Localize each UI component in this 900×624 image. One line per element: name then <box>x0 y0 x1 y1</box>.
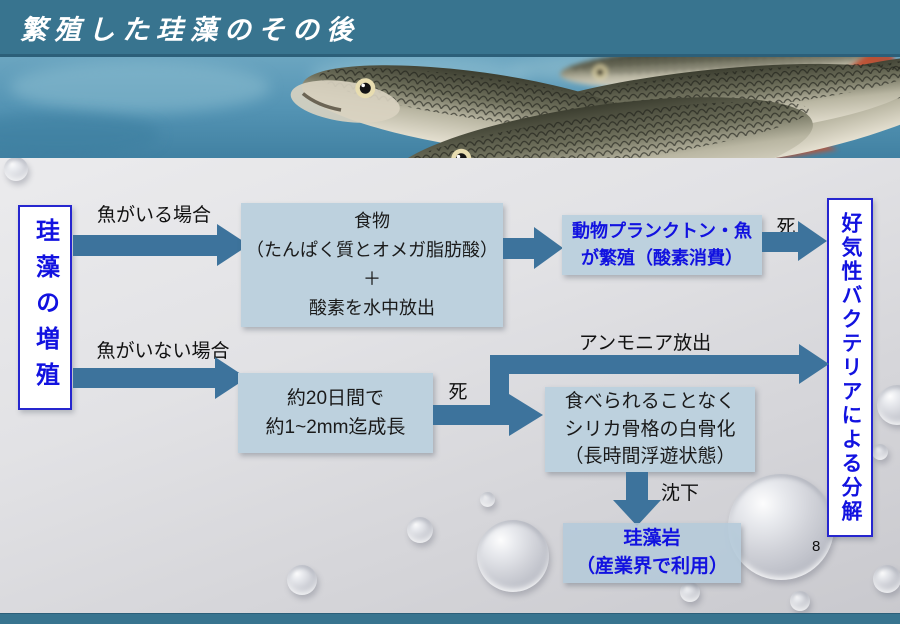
condition-no-fish-label: 魚がいない場合 <box>96 341 230 362</box>
arrow-sink-down <box>626 472 648 501</box>
water-droplet <box>477 520 549 592</box>
arrow-ammonia-head-icon <box>799 344 829 384</box>
arrow-fish-present <box>73 235 219 256</box>
arrow-food-to-plankton-head-icon <box>534 227 563 269</box>
plankton-box-text: 動物プランクトン・魚 が繁殖（酸素消費） <box>572 221 752 268</box>
water-droplet <box>872 444 888 460</box>
arrow-growth-death-head-icon <box>509 394 543 436</box>
arrow-plankton-death-head-icon <box>798 221 827 261</box>
death-label-2: 死 <box>448 382 468 403</box>
food-box-text: 食物 （たんぱく質とオメガ脂肪酸） ＋ 酸素を水中放出 <box>246 211 498 318</box>
page-number: 8 <box>812 538 821 555</box>
water-droplet <box>790 591 810 611</box>
water-droplet <box>480 492 495 507</box>
arrow-sink-down-head-icon <box>613 500 661 526</box>
slide-title: 繁殖した珪藻のその後 <box>20 14 360 46</box>
title-bar: 繁殖した珪藻のその後 <box>0 0 900 57</box>
bacteria-box-text: 好気性バクテリアによる分解 <box>839 211 862 524</box>
arrow-plankton-death <box>762 232 800 252</box>
water-droplet <box>728 474 834 580</box>
growth-box-text: 約20日間で 約1~2mm迄成長 <box>265 387 406 438</box>
water-droplet <box>287 565 317 595</box>
diagram-canvas: 珪藻の増殖 魚がいる場合 食物 （たんぱく質とオメガ脂肪酸） ＋ 酸素を水中放出… <box>0 158 900 613</box>
water-droplet <box>4 158 28 181</box>
plankton-box: 動物プランクトン・魚 が繁殖（酸素消費） <box>562 215 762 275</box>
diatomite-box: 珪藻岩 （産業界で利用） <box>563 523 741 583</box>
water-droplet <box>873 565 900 593</box>
arrow-no-fish <box>73 368 217 388</box>
diatom-growth-text: 珪藻の増殖 <box>31 217 59 398</box>
food-box: 食物 （たんぱく質とオメガ脂肪酸） ＋ 酸素を水中放出 <box>241 203 503 327</box>
arrow-food-to-plankton <box>503 238 536 259</box>
fish-photo <box>0 57 900 158</box>
water-droplet <box>407 517 433 543</box>
skeleton-box: 食べられることなく シリカ骨格の白骨化 （長時間浮遊状態） <box>545 387 755 472</box>
water-droplet <box>680 582 700 602</box>
skeleton-box-text: 食べられることなく シリカ骨格の白骨化 （長時間浮遊状態） <box>564 391 736 468</box>
diatomite-box-text: 珪藻岩 （産業界で利用） <box>575 527 728 578</box>
sink-label: 沈下 <box>660 483 699 504</box>
condition-fish-present-label: 魚がいる場合 <box>96 205 211 226</box>
bacteria-box: 好気性バクテリアによる分解 <box>827 198 873 537</box>
diatom-growth-box: 珪藻の増殖 <box>18 205 72 410</box>
bottom-bar <box>0 613 900 624</box>
fish-photo-art <box>0 57 900 158</box>
ammonia-label: アンモニア放出 <box>578 333 712 354</box>
growth-box: 約20日間で 約1~2mm迄成長 <box>238 373 433 453</box>
water-droplet <box>877 385 900 425</box>
arrow-ammonia <box>490 355 802 374</box>
